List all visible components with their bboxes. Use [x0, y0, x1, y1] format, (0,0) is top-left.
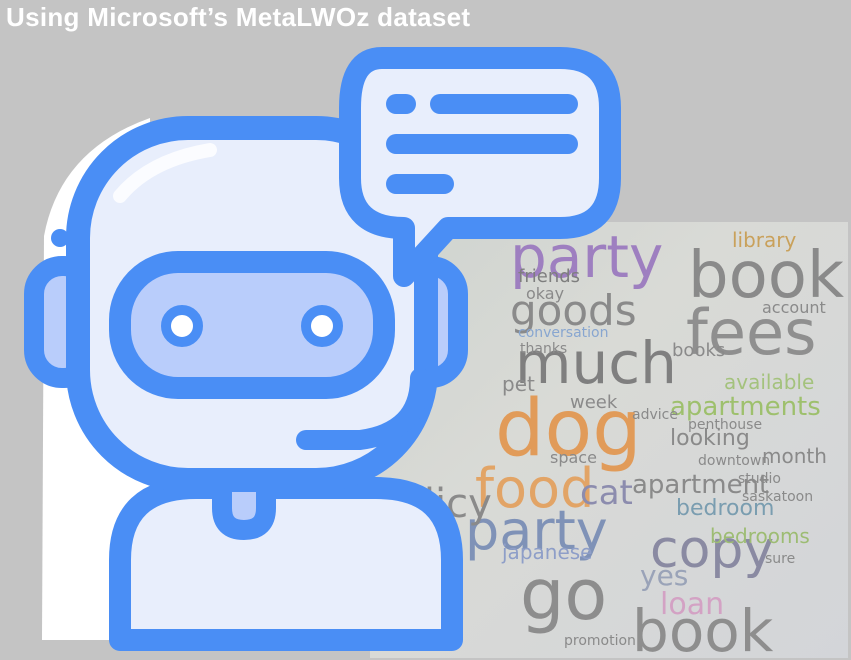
cloud-word: dog: [495, 384, 642, 474]
cloud-word: bedroom: [676, 496, 775, 521]
speech-bubble-icon: [339, 47, 621, 287]
cloud-word: japanese: [502, 540, 593, 564]
cloud-word: friends: [518, 266, 581, 287]
cloud-word: party: [465, 499, 608, 562]
cloud-word: space: [550, 448, 597, 467]
right-eye: [301, 305, 343, 347]
head-dot: [51, 229, 69, 247]
cloud-word: much: [515, 329, 677, 397]
cloud-word: pet: [502, 372, 535, 396]
cloud-word: yes: [640, 559, 689, 592]
cloud-word: okay: [526, 284, 565, 303]
robot-visor: [109, 251, 395, 399]
cloud-word: week: [570, 392, 618, 413]
cloud-word: go: [520, 554, 608, 636]
cloud-word: apartment: [632, 470, 770, 500]
cloud-word: library: [732, 228, 797, 252]
cloud-word: downtown: [698, 453, 771, 469]
cloud-word: advice: [632, 407, 678, 423]
cloud-word: thanks: [520, 341, 568, 357]
cloud-word: available: [724, 370, 815, 394]
page-title: Using Microsoft’s MetaLWOz dataset: [6, 2, 471, 32]
cloud-word: books: [672, 340, 726, 361]
left-eye: [161, 305, 203, 347]
cloud-word: studio: [738, 471, 781, 487]
cloud-word: book: [632, 597, 774, 658]
cloud-word: looking: [670, 426, 750, 451]
cloud-word: conversation: [518, 325, 609, 341]
cloud-word: promotion: [564, 633, 636, 649]
cloud-word: bedrooms: [710, 524, 810, 548]
cloud-word: account: [762, 298, 826, 317]
cloud-word: cat: [580, 473, 633, 513]
cloud-word: copy: [650, 520, 775, 580]
cloud-word: sure: [765, 551, 796, 567]
cloud-word: month: [762, 444, 827, 468]
microphone-arm: [296, 368, 430, 450]
cloud-word: apartments: [670, 392, 821, 422]
head-highlight: [113, 143, 217, 203]
cloud-word: loan: [660, 587, 725, 622]
cloud-word: book: [688, 239, 844, 313]
cloud-word: penthouse: [688, 417, 763, 433]
cloud-word: food: [475, 457, 595, 520]
cloud-word: goods: [510, 286, 637, 335]
cloud-word: fees: [686, 296, 817, 369]
cloud-word: saskatoon: [742, 489, 814, 505]
robot-body: [109, 477, 463, 651]
